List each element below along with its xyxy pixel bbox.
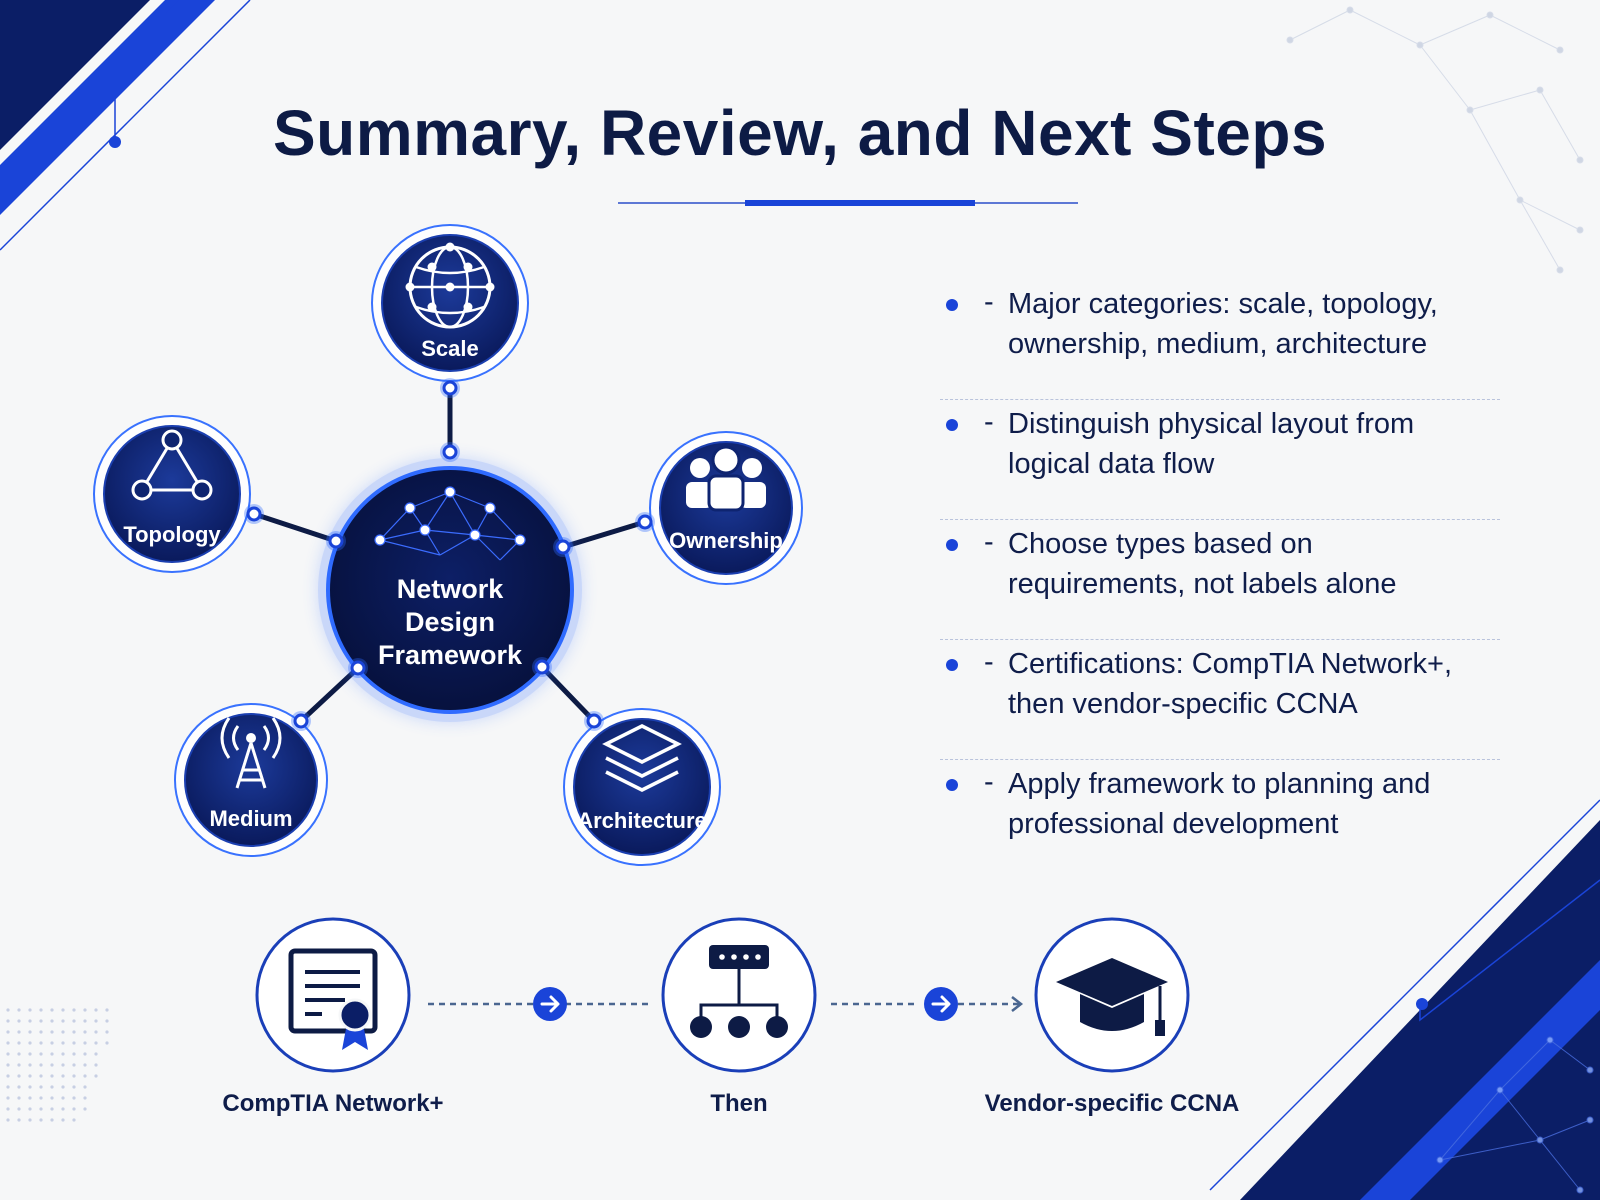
step-circle	[255, 917, 411, 1073]
list-item: -Choose types based on requirements, not …	[940, 520, 1500, 640]
list-item: -Certifications: CompTIA Network+, then v…	[940, 640, 1500, 760]
connector-dot	[637, 514, 653, 530]
node-label: Ownership	[669, 528, 783, 553]
node-scale: Scale	[371, 224, 529, 382]
bullet-text-line: Choose types based on	[1008, 528, 1313, 560]
arrow-head-icon	[1011, 996, 1024, 1012]
bullet-dash: -	[984, 766, 994, 798]
connector-dot	[442, 444, 458, 460]
step-certificate	[255, 917, 411, 1073]
bullet-dash: -	[984, 406, 994, 438]
node-circle	[381, 234, 519, 372]
bullet-dot	[946, 539, 958, 551]
step-hierarchy	[661, 917, 817, 1073]
arrow-glyph	[540, 995, 560, 1013]
connector-dot	[246, 506, 262, 522]
bullet-text-line: Apply framework to planning and	[1008, 768, 1431, 800]
corner-line	[0, 0, 251, 251]
bullet-text-line: logical data flow	[1008, 448, 1215, 480]
bullet-dot	[946, 419, 958, 431]
radio-tower-icon	[220, 717, 282, 789]
step-graduation	[1034, 917, 1190, 1073]
step-label: CompTIA Network+	[222, 1090, 444, 1117]
bullet-text-line: ownership, medium, architecture	[1008, 328, 1428, 360]
bullet-text-line: Major categories: scale, topology,	[1008, 288, 1438, 320]
node-label: Architecture	[577, 808, 707, 833]
corner-stripe-bottom-right	[1360, 960, 1600, 1200]
dot-grid-bottom-left	[6, 1008, 109, 1122]
node-medium: Medium	[174, 703, 328, 857]
bullet-dash: -	[984, 526, 994, 558]
connector-ownership	[562, 519, 646, 550]
bullet-text-line: Certifications: CompTIA Network+,	[1008, 648, 1453, 680]
bullet-text-line: professional development	[1008, 808, 1339, 840]
bullet-text-line: then vendor-specific CCNA	[1008, 688, 1358, 720]
summary-list: -Major categories: scale, topology,owner…	[940, 280, 1500, 880]
hub-network-icon	[374, 486, 526, 561]
network-bottom-right	[1436, 1036, 1594, 1194]
globe-network-icon	[405, 242, 495, 329]
node-circle	[103, 425, 241, 563]
graduation-cap-icon	[1056, 958, 1168, 1036]
corner-stripe-top-left	[0, 0, 150, 150]
path-connectors	[428, 987, 1024, 1021]
bullet-dash: -	[984, 646, 994, 678]
connector-dot	[555, 539, 571, 555]
list-item: -Major categories: scale, topology, owner…	[940, 280, 1500, 400]
connector-dot	[350, 660, 366, 676]
node-topology: Topology	[93, 415, 251, 573]
connector-architecture	[540, 665, 596, 723]
hub-circle	[326, 466, 574, 714]
arrow-glyph	[931, 995, 951, 1013]
circuit-line	[114, 0, 181, 142]
bullet-dash: -	[984, 286, 994, 318]
people-group-icon	[686, 445, 766, 512]
bullet-dot	[946, 779, 958, 791]
node-label: Topology	[123, 522, 221, 547]
list-item: -Apply framework to planning and professi…	[940, 760, 1500, 880]
corner-line-bottom	[1209, 799, 1600, 1191]
bullet-dot	[946, 299, 958, 311]
connector-topology	[253, 511, 337, 544]
list-item: -Distinguish physical layout from logical…	[940, 400, 1500, 520]
circuit-line-bottom	[1419, 879, 1600, 1022]
node-label: Medium	[209, 806, 292, 831]
connector-dot	[293, 713, 309, 729]
faint-network-top-right	[1286, 6, 1584, 274]
bullet-text-line: Distinguish physical layout from	[1008, 408, 1415, 440]
circuit-dot-bottom	[1416, 998, 1428, 1010]
bullet-dot	[946, 659, 958, 671]
triangle-nodes-icon	[131, 429, 213, 501]
connector-medium	[299, 666, 360, 723]
hierarchy-icon	[690, 945, 788, 1038]
certificate-icon	[288, 948, 378, 1050]
step-label: Then	[710, 1090, 768, 1117]
corner-stripe-top-left-accent	[0, 0, 215, 215]
circuit-dot	[109, 136, 121, 148]
connector-dot	[586, 713, 602, 729]
connector-dot	[328, 533, 344, 549]
diagram-connectors	[253, 388, 646, 723]
bullet-text-line: requirements, not labels alone	[1008, 568, 1397, 600]
connector-dot	[442, 380, 458, 396]
step-label: Vendor-specific CCNA	[984, 1090, 1240, 1117]
page-title: Summary, Review, and Next Steps	[272, 97, 1328, 169]
layers-icon	[602, 724, 682, 792]
node-label: Scale	[421, 336, 479, 361]
connector-dot	[534, 659, 550, 675]
node-architecture: Architecture	[563, 708, 721, 866]
node-ownership: Ownership	[649, 431, 803, 585]
node-circle	[573, 718, 711, 856]
